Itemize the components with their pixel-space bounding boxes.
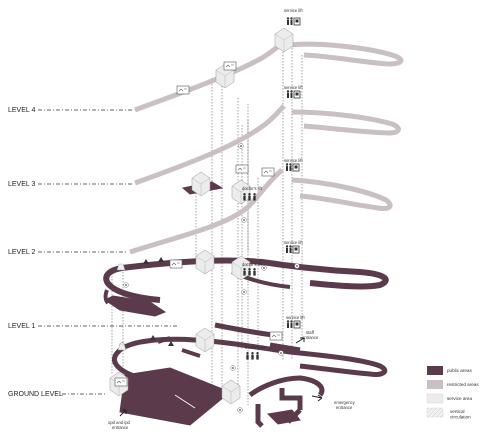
legend: public areas restricted areas service ar… [426, 366, 479, 420]
doctors-lift-label-l1: doctor's lift [242, 262, 263, 267]
legend-label-public: public areas [447, 368, 472, 373]
emergency-entrance-label-1: emergency [334, 400, 356, 405]
doctors-lift-people-ground [246, 352, 259, 360]
floor-level-4 [134, 16, 404, 113]
ground-level-label: GROUND LEVEL [8, 391, 63, 398]
opd-entrance-label-1: opd and ipd [108, 420, 131, 425]
emergency-entrance-label-2: entrance [336, 405, 353, 410]
legend-label-restricted: restricted areas [447, 382, 479, 387]
legend-label-service: service area [447, 396, 472, 401]
floor-level-1 [103, 244, 389, 317]
level-4-label: LEVEL 4 [8, 107, 35, 114]
level-labels: LEVEL 4 LEVEL 3 LEVEL 2 LEVEL 1 GROUND L… [8, 107, 178, 398]
emergency-entrance-arrow [311, 394, 323, 402]
opd-entrance-arrow [119, 409, 127, 417]
opd-entrance-label-2: entrance [112, 425, 129, 430]
legend-swatch-public [427, 366, 443, 375]
legend-swatch-restricted [427, 380, 443, 389]
service-lift-label-l4: service lift [284, 8, 303, 13]
legend-swatch-vertical [426, 407, 444, 418]
floor-level-3 [134, 89, 401, 186]
staff-entrance-arrow [295, 337, 305, 344]
doctors-lift-people-l1 [243, 268, 256, 276]
legend-item-service: service area [426, 393, 472, 404]
doctors-lift-label-ground: doctor's lift [245, 345, 266, 350]
legend-item-public: public areas [427, 366, 472, 375]
floor-level-2 [129, 162, 393, 255]
staff-entrance-label-2: entrance [302, 335, 319, 340]
level-1-label: LEVEL 1 [8, 323, 35, 330]
service-lift-label-l2: service lift [284, 158, 303, 163]
legend-swatch-service [426, 393, 444, 404]
level-3-label: LEVEL 3 [8, 181, 35, 188]
doctors-lift-label-l2: doctor's lift [242, 186, 263, 191]
staff-entrance-label-1: staff [306, 330, 315, 335]
annotation-labels: service lift service lift service lift s… [108, 8, 356, 430]
legend-item-restricted: restricted areas [427, 380, 479, 389]
level-2-label: LEVEL 2 [8, 249, 35, 256]
doctors-lift-people-l2 [243, 193, 256, 201]
service-lift-label-l3: service lift [284, 85, 303, 90]
service-lift-label-ground: service lift [286, 315, 305, 320]
floor-ground-level [109, 319, 388, 428]
service-lift-label-l1: service lift [284, 240, 303, 245]
